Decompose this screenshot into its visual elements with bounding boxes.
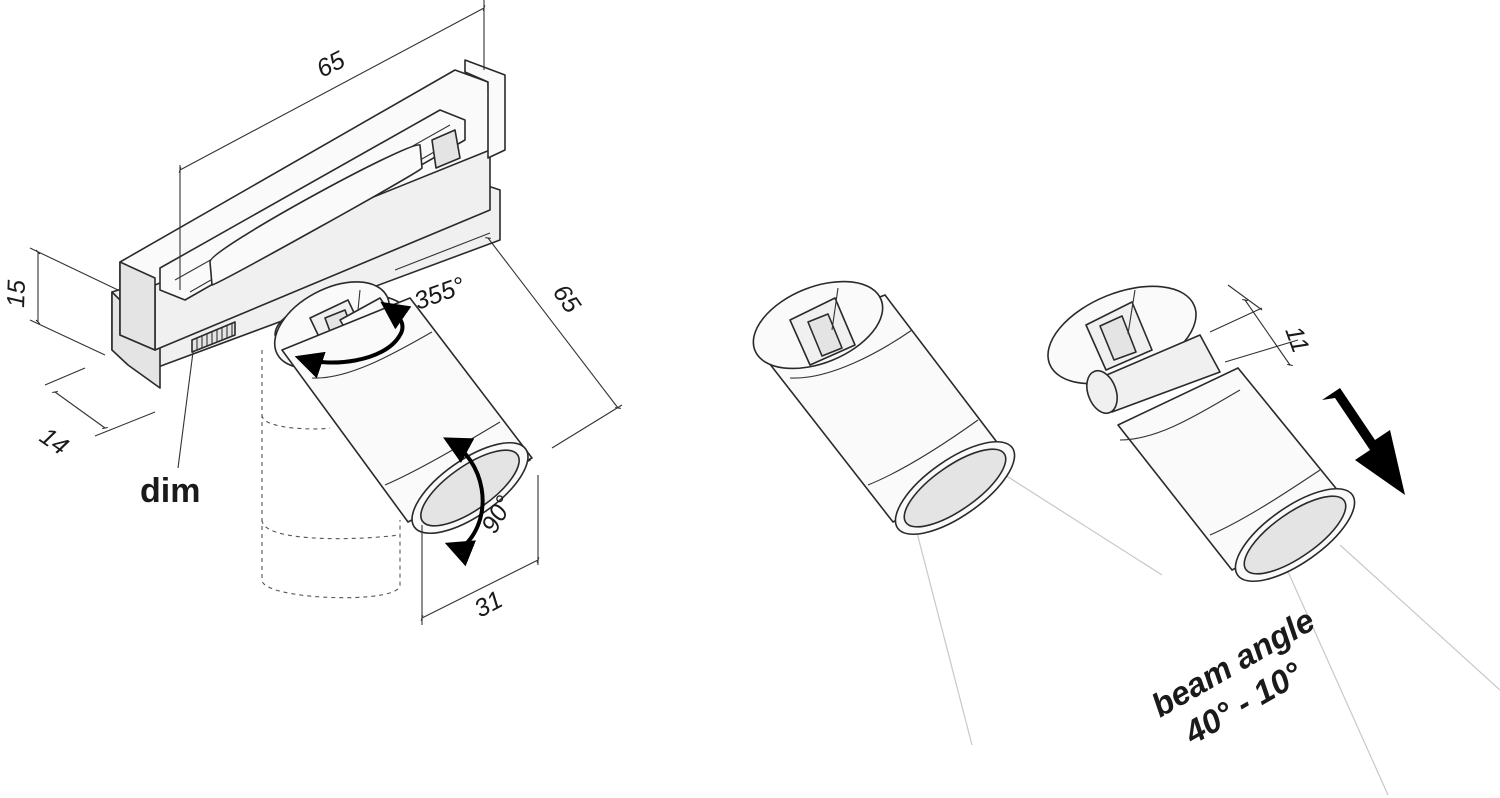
- vertical-rotation-arrow: [443, 437, 485, 567]
- spot-head-short: [752, 280, 1163, 746]
- dim-control-grille: [191, 321, 236, 353]
- dim-height: 15: [2, 247, 119, 356]
- dim-track-length-label: 65: [312, 46, 350, 84]
- horizontal-rotation-arrow: [294, 301, 412, 379]
- horizontal-rotation-label: 355°: [410, 272, 468, 316]
- spot-head-main: [261, 281, 533, 599]
- extend-direction-arrow: [1322, 388, 1405, 495]
- dim-height-label: 15: [2, 279, 31, 308]
- spot-head-extended: [1047, 285, 1500, 796]
- dim-depth-label: 14: [35, 422, 74, 461]
- dim-extension-label: 11: [1279, 322, 1314, 356]
- dim-leader-line: [177, 351, 194, 469]
- dim-depth: 14: [35, 367, 156, 461]
- beam-angle-label: beam angle 40° - 10°: [1145, 601, 1321, 751]
- dim-head-length-label: 65: [547, 279, 586, 318]
- dim-extension: 11: [1209, 284, 1315, 366]
- rotation-arrows: [294, 301, 485, 567]
- dim-label: dim: [140, 472, 200, 510]
